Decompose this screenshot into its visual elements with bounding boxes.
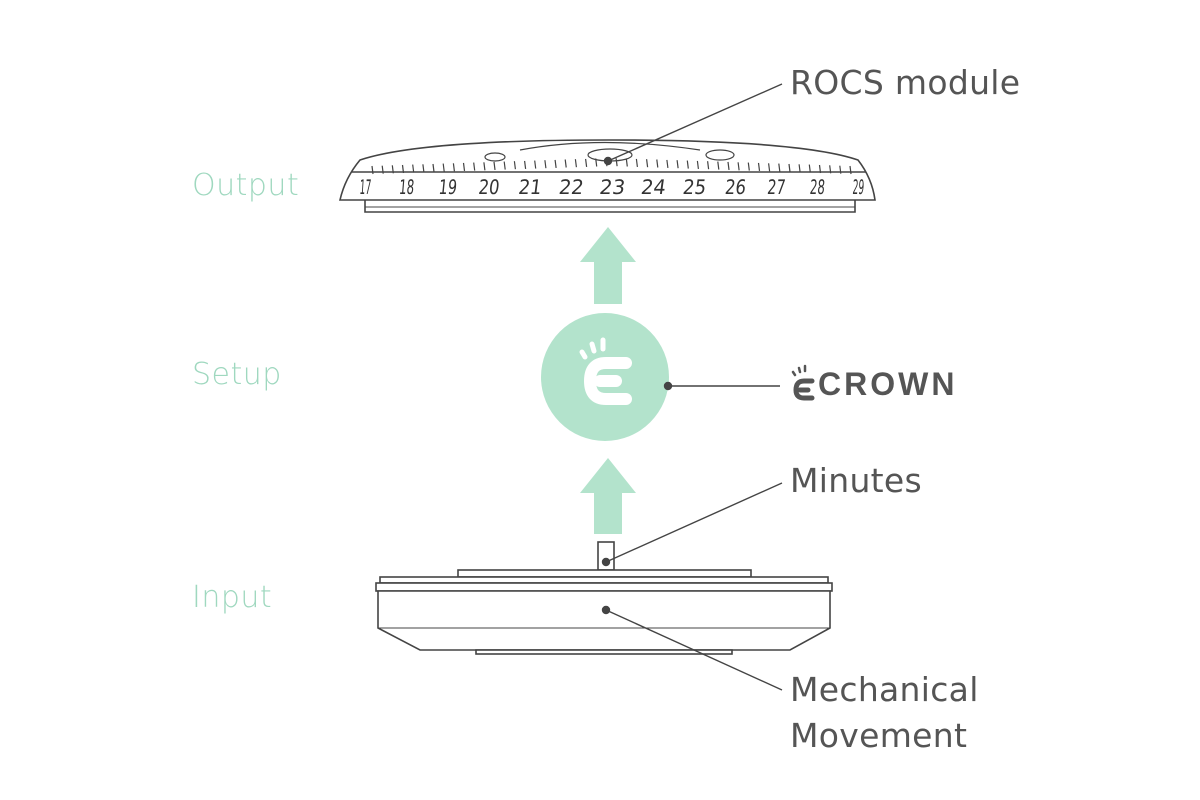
rim-tick <box>635 158 638 167</box>
rim-tick <box>442 163 445 172</box>
callout-rocs-module: ROCS module <box>790 63 1021 102</box>
dial-number: 20 <box>477 177 501 200</box>
rim-tick <box>493 161 496 170</box>
rim-tick <box>808 164 811 173</box>
rim-tick <box>473 162 476 171</box>
dial-number: 21 <box>517 175 543 199</box>
dial-number: 28 <box>809 176 826 199</box>
rim-tick <box>798 164 801 173</box>
dial-number: 22 <box>557 176 585 199</box>
rim-tick <box>585 158 588 167</box>
rim-tick <box>737 162 740 171</box>
rim-tick <box>412 164 415 173</box>
arrow-input-to-setup <box>580 458 636 534</box>
rim-tick <box>818 164 822 174</box>
dial-number: 25 <box>681 175 707 199</box>
rim-tick <box>574 159 577 168</box>
rim-tick <box>778 163 781 172</box>
rim-tick <box>422 164 425 173</box>
rim-tick <box>646 159 649 168</box>
rim-tick <box>717 161 720 170</box>
dial-number: 24 <box>640 176 668 199</box>
rim-tick <box>768 163 771 172</box>
rim-tick <box>564 159 567 168</box>
rim-tick <box>452 163 455 172</box>
dial-number: 27 <box>766 177 786 200</box>
leader-lines <box>601 83 783 691</box>
rim-tick <box>829 165 832 174</box>
callout-mechanical-line1: Mechanical <box>790 670 979 709</box>
rim-tick <box>696 160 699 169</box>
arrow-setup-to-output <box>580 227 636 304</box>
callout-mechanical-line2: Movement <box>790 716 968 755</box>
rocs-module-illustration <box>338 139 876 213</box>
rim-tick <box>554 159 557 168</box>
rim-tick <box>849 165 852 175</box>
dial-number: 17 <box>359 176 372 199</box>
dial-numbers: 17 18 19 20 21 22 23 24 25 26 27 28 29 <box>359 175 865 200</box>
rim-tick <box>747 162 750 171</box>
rim-tick <box>656 159 659 168</box>
dial-number: 23 <box>598 175 627 199</box>
rim-tick <box>534 160 537 169</box>
stage-label-output: Output <box>192 168 300 203</box>
rim-tick <box>371 165 374 175</box>
rim-tick <box>666 159 669 168</box>
rim-tick <box>727 161 730 170</box>
rim-tick <box>686 160 689 169</box>
rim-tick <box>381 165 384 174</box>
rim-tick <box>788 163 791 173</box>
rim-ticks <box>371 158 852 175</box>
dial-number: 19 <box>438 177 458 200</box>
rim-tick <box>483 162 486 171</box>
rim-tick <box>625 158 628 167</box>
rim-tick <box>524 160 527 169</box>
rim-tick <box>757 162 761 171</box>
mechanical-movement-illustration <box>375 541 833 655</box>
stage-label-setup: Setup <box>192 357 282 392</box>
rim-tick <box>707 161 710 170</box>
rim-tick <box>676 160 679 169</box>
rim-tick <box>503 161 506 170</box>
dial-number: 26 <box>724 177 748 200</box>
callout-minutes: Minutes <box>790 461 923 500</box>
dial-number: 29 <box>852 176 865 199</box>
rim-tick <box>391 165 394 174</box>
ecrown-brand-name: CROWN <box>818 366 958 402</box>
stage-label-input: Input <box>192 580 273 615</box>
rim-tick <box>462 162 466 171</box>
rim-tick <box>513 161 516 170</box>
ecrown-e-logo-icon <box>579 337 632 405</box>
rim-tick <box>544 160 547 169</box>
rim-tick <box>615 158 618 167</box>
ecrown-brand-icon <box>791 364 815 401</box>
rim-tick <box>432 163 435 173</box>
dial-number: 18 <box>398 176 415 199</box>
rim-tick <box>401 164 405 174</box>
rim-tick <box>839 165 842 174</box>
